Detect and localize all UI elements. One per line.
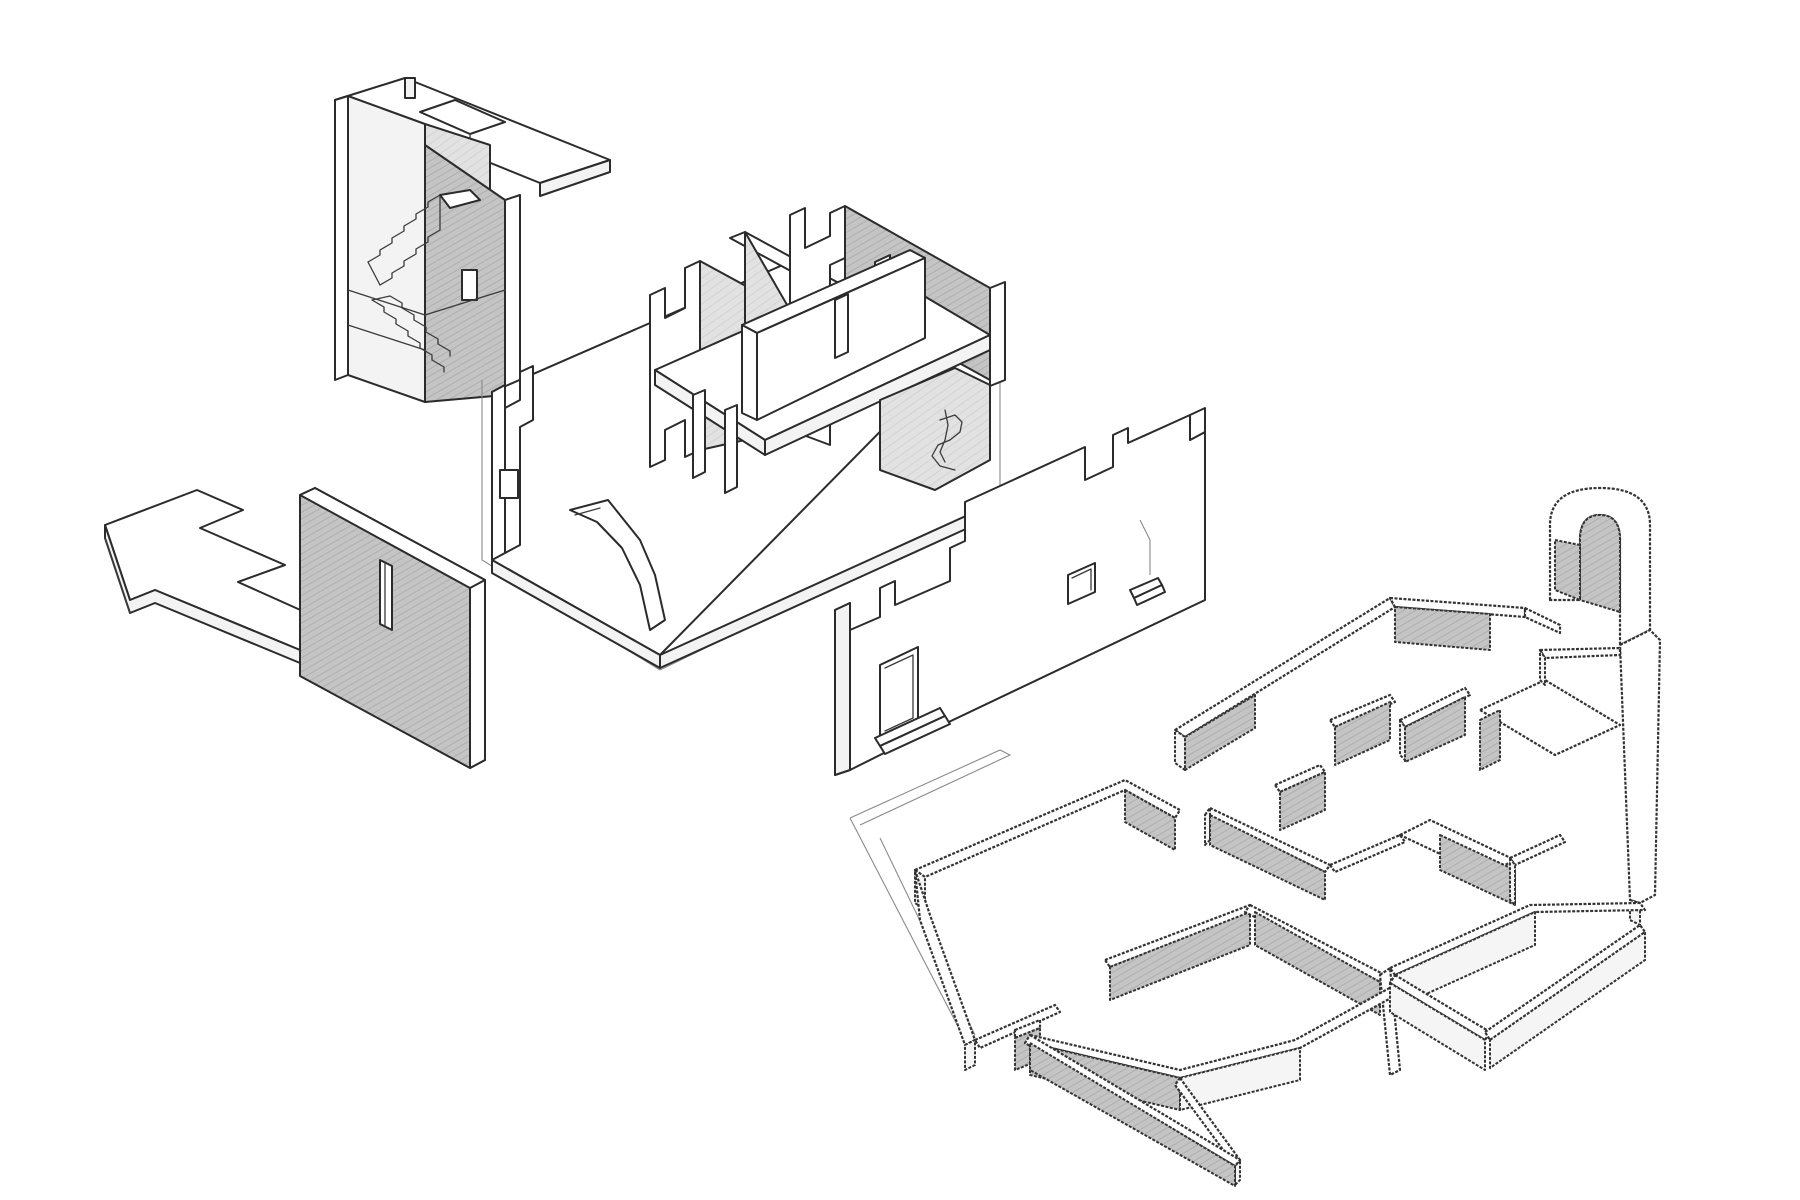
tower-window — [461, 269, 478, 301]
ruin-wall — [1618, 628, 1662, 905]
ruin-foundation-plan — [849, 486, 1662, 1187]
core-left-window — [499, 469, 519, 499]
core-house-block — [481, 205, 1006, 671]
column — [692, 389, 706, 479]
entry-wall-window — [1067, 562, 1096, 605]
ground-stair — [569, 499, 666, 631]
side-wall-window — [379, 559, 393, 631]
column — [724, 404, 738, 494]
tower-left-post — [334, 95, 349, 381]
stair-tower — [334, 77, 611, 403]
entry-wall-face — [834, 414, 1206, 776]
arch — [1548, 486, 1652, 647]
spiral-stair — [879, 367, 991, 491]
ruin-wall — [913, 778, 1182, 879]
tower-stairs — [367, 189, 481, 373]
entry-wall-with-door — [834, 407, 1206, 776]
side-wall-with-window — [299, 487, 486, 769]
